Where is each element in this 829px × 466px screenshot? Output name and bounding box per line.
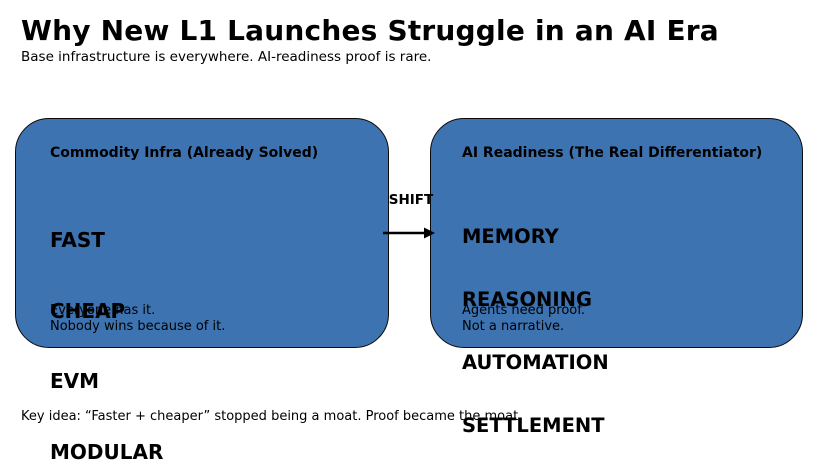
ai-readiness-box-title: AI Readiness (The Real Differentiator) bbox=[462, 145, 763, 161]
page-subtitle: Base infrastructure is everywhere. AI-re… bbox=[21, 49, 432, 65]
list-item: MEMORY bbox=[462, 225, 559, 248]
commodity-infra-box-title: Commodity Infra (Already Solved) bbox=[50, 145, 319, 161]
list-item: MODULAR bbox=[50, 439, 164, 464]
note-line: Agents need proof. bbox=[462, 303, 585, 318]
note-line: Not a narrative. bbox=[462, 319, 565, 335]
key-idea-text: Key idea: “Faster + cheaper” stopped bei… bbox=[21, 409, 523, 424]
commodity-infra-note: Everyone has it. Nobody wins because of … bbox=[50, 303, 225, 335]
note-line: Nobody wins because of it. bbox=[50, 319, 226, 335]
arrow-right-icon bbox=[383, 227, 435, 239]
shift-label: SHIFT bbox=[388, 192, 434, 208]
commodity-infra-box: Commodity Infra (Already Solved) FAST CH… bbox=[15, 118, 389, 463]
commodity-infra-items: FAST CHEAP EVM MODULAR TPS bbox=[50, 182, 163, 466]
list-item: REASONING bbox=[462, 288, 592, 311]
list-item: AUTOMATION bbox=[462, 351, 609, 374]
ai-readiness-note: Agents need proof. Not a narrative. bbox=[462, 303, 585, 335]
list-item: CHEAP bbox=[50, 298, 126, 323]
ai-readiness-box: AI Readiness (The Real Differentiator) M… bbox=[430, 118, 803, 436]
list-item: FAST bbox=[50, 228, 105, 252]
note-line: Everyone has it. bbox=[50, 303, 156, 318]
list-item: SETTLEMENT bbox=[462, 414, 605, 437]
list-item: EVM bbox=[50, 369, 100, 393]
page-title: Why New L1 Launches Struggle in an AI Er… bbox=[21, 14, 719, 47]
ai-readiness-items: MEMORY REASONING AUTOMATION SETTLEMENT bbox=[462, 184, 609, 466]
